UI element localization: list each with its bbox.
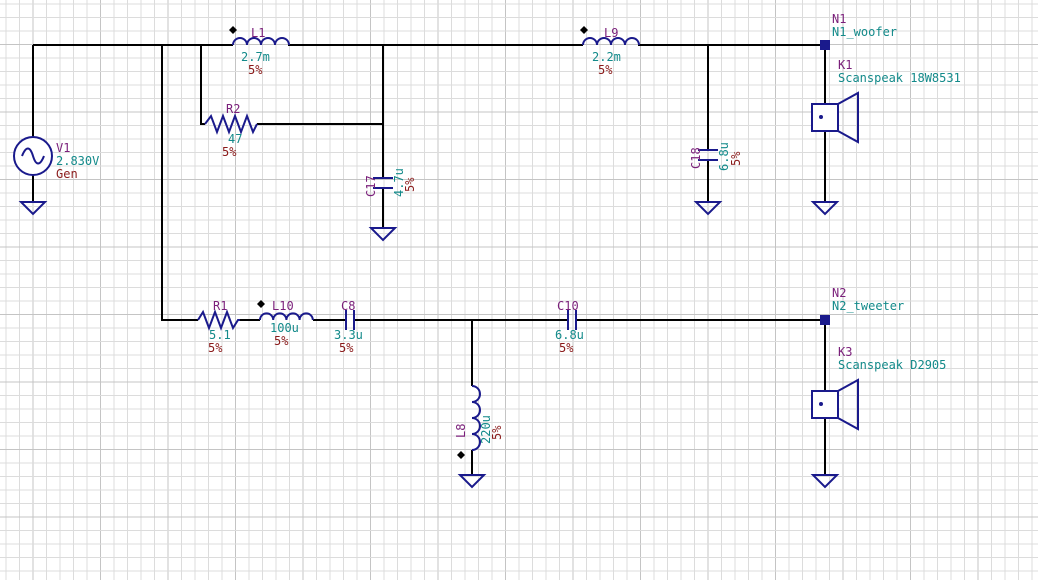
k3-designator: K3 [838, 345, 852, 359]
l8-tolerance: 5% [490, 425, 504, 440]
n2-designator: N2 [832, 286, 846, 300]
capacitor-c10[interactable] [567, 310, 577, 330]
c10-tolerance: 5% [559, 341, 574, 355]
polarity-dot-l10 [257, 300, 265, 308]
speaker-icon[interactable] [811, 91, 859, 144]
inductor-l10[interactable] [259, 312, 314, 321]
node-n2[interactable] [820, 315, 830, 325]
ground-icon [457, 474, 487, 489]
inductor-l9[interactable] [582, 37, 640, 46]
ground-icon [18, 201, 48, 216]
wires [32, 44, 826, 475]
ground-icon [810, 474, 840, 489]
v1-value: 2.830V [56, 154, 99, 168]
k3-value: Scanspeak D2905 [838, 358, 946, 372]
c18-value: 6.8u [717, 142, 731, 171]
n1-name: N1_woofer [832, 25, 897, 39]
l10-tolerance: 5% [274, 334, 289, 348]
resistor-r1[interactable] [197, 309, 240, 331]
l8-value: 220u [479, 415, 493, 444]
ac-source-icon[interactable] [13, 136, 53, 176]
l10-value: 100u [270, 321, 299, 335]
ground-icon [693, 201, 723, 216]
polarity-dot-l9 [580, 26, 588, 34]
r1-value: 5.1 [209, 328, 231, 342]
capacitor-c8[interactable] [345, 310, 355, 330]
speaker-icon[interactable] [811, 378, 859, 431]
c8-value: 3.3u [334, 328, 363, 342]
r2-tolerance: 5% [222, 145, 237, 159]
c18-tolerance: 5% [729, 151, 743, 166]
capacitor-c17[interactable] [373, 177, 393, 189]
inductor-l8[interactable] [471, 385, 481, 451]
l10-designator: L10 [272, 299, 294, 313]
l1-designator: L1 [251, 26, 265, 40]
r1-designator: R1 [213, 299, 227, 313]
l1-value: 2.7m [241, 50, 270, 64]
ground-icon [810, 201, 840, 216]
c18-designator: C18 [689, 147, 703, 169]
capacitor-c18[interactable] [698, 149, 718, 161]
resistor-r2[interactable] [204, 113, 258, 135]
v1-extra: Gen [56, 167, 78, 181]
polarity-dot-l1 [229, 26, 237, 34]
k1-value: Scanspeak 18W8531 [838, 71, 961, 85]
n1-designator: N1 [832, 12, 846, 26]
c10-designator: C10 [557, 299, 579, 313]
c17-value: 4.7u [392, 168, 406, 197]
c8-designator: C8 [341, 299, 355, 313]
node-n1[interactable] [820, 40, 830, 50]
inductor-l1[interactable] [232, 37, 290, 46]
l1-tolerance: 5% [248, 63, 263, 77]
ground-icon [368, 227, 398, 242]
c10-value: 6.8u [555, 328, 584, 342]
r2-value: 47 [228, 132, 242, 146]
r2-designator: R2 [226, 102, 240, 116]
l9-tolerance: 5% [598, 63, 613, 77]
l9-designator: L9 [604, 26, 618, 40]
n2-name: N2_tweeter [832, 299, 904, 313]
c17-tolerance: 5% [403, 177, 417, 192]
l9-value: 2.2m [592, 50, 621, 64]
polarity-dot-l8 [457, 451, 465, 459]
v1-designator: V1 [56, 141, 70, 155]
c17-designator: C17 [364, 175, 378, 197]
c8-tolerance: 5% [339, 341, 354, 355]
r1-tolerance: 5% [208, 341, 223, 355]
l8-designator: L8 [454, 424, 468, 438]
k1-designator: K1 [838, 58, 852, 72]
